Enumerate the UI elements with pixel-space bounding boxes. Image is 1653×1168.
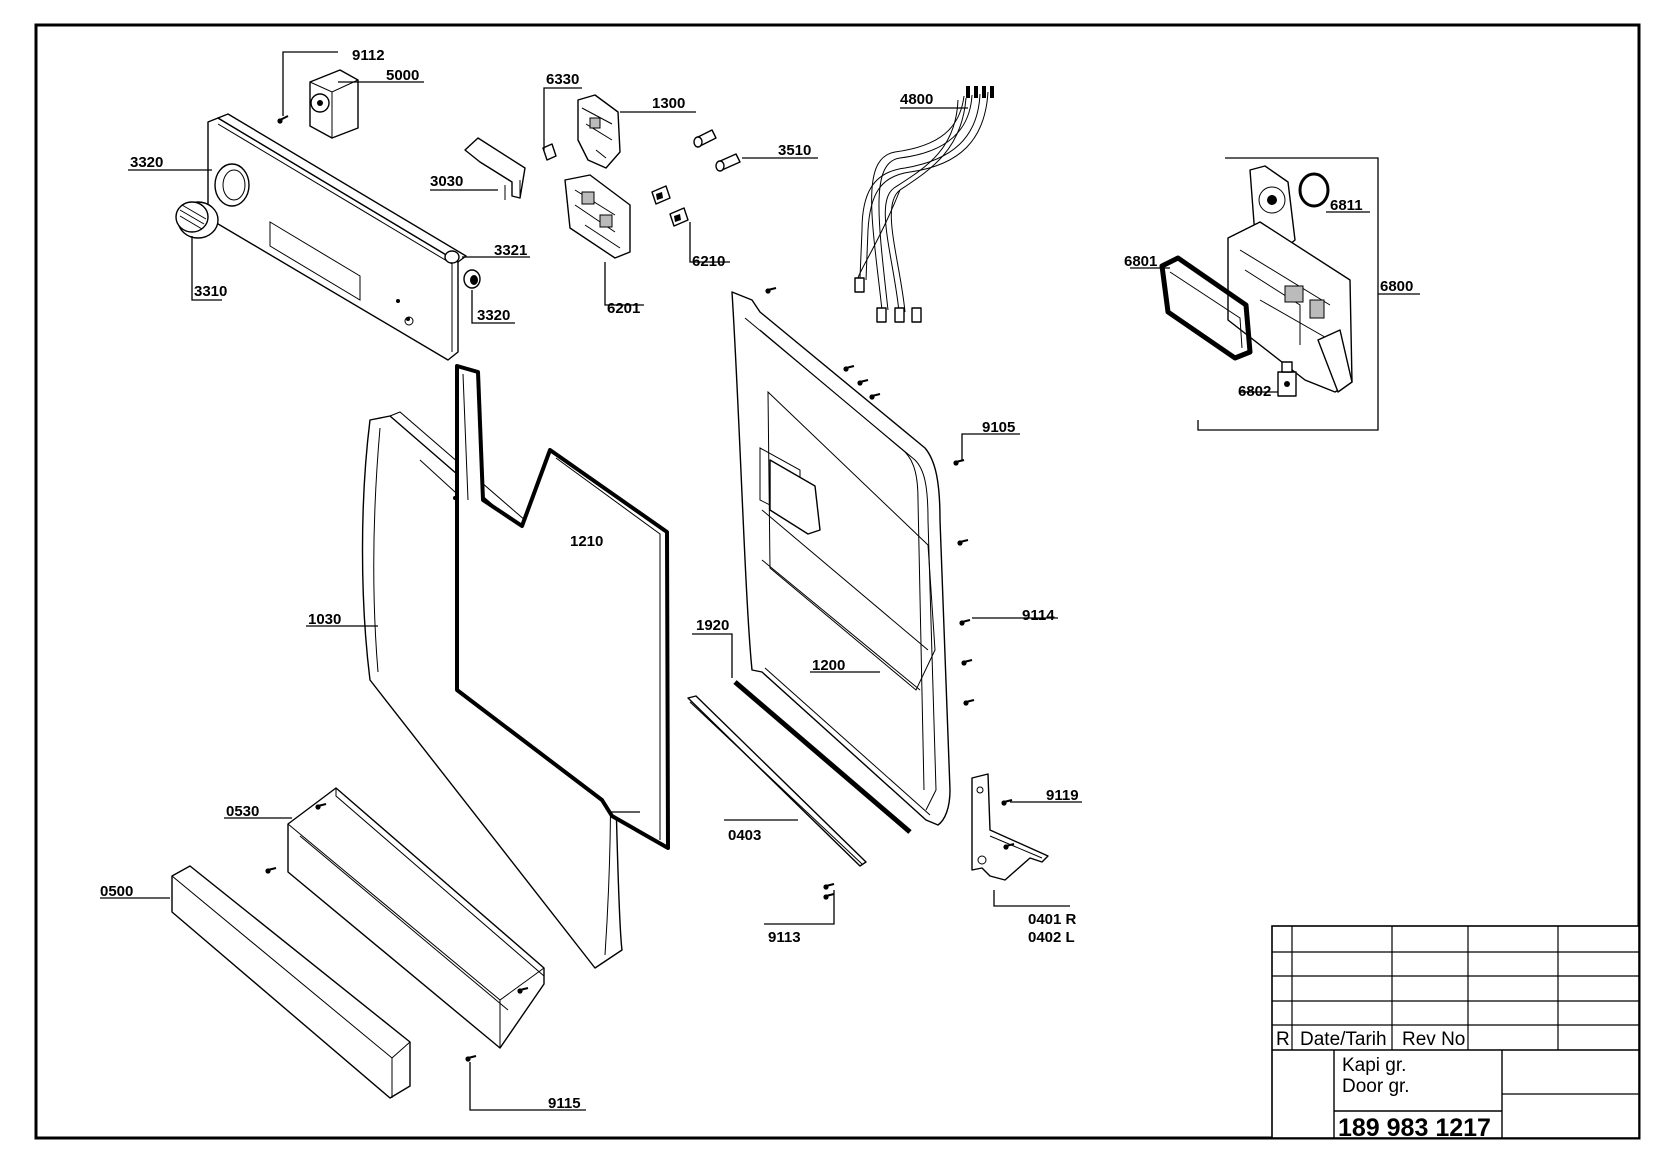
callout-0500: 0500 <box>100 883 133 900</box>
screw-icons <box>265 115 1015 1062</box>
callout-9114: 9114 <box>1022 607 1055 624</box>
timer-part <box>309 69 359 139</box>
callout-1030: 1030 <box>308 611 341 628</box>
inner-door-1200-part <box>731 291 951 826</box>
callout-0402-l: 0402 L <box>1028 929 1075 946</box>
title-block-drawing-number: 189 983 1217 <box>1338 1114 1491 1142</box>
callout-1200: 1200 <box>812 657 845 674</box>
leader-lines <box>100 51 1420 1111</box>
callout-5000: 5000 <box>386 67 419 84</box>
callout-labels: 9112 5000 3320 3310 3321 3320 3030 6330 … <box>100 47 1413 1112</box>
insulation-1210-part <box>455 364 670 850</box>
callout-0403: 0403 <box>728 827 761 844</box>
title-block: R Date/Tarih Rev No Kapi gr. Door gr. 18… <box>1271 925 1640 1142</box>
callout-1210: 1210 <box>570 533 603 550</box>
callout-6330: 6330 <box>546 71 579 88</box>
lower-panel-0530-part <box>287 787 545 1049</box>
callout-9113: 9113 <box>768 929 801 946</box>
strip-1920-part <box>733 680 912 834</box>
small-button-parts <box>444 250 481 289</box>
title-block-revno-header: Rev No <box>1402 1029 1465 1050</box>
callout-3320-button: 3320 <box>477 307 510 324</box>
callout-6210: 6210 <box>692 253 725 270</box>
knob-part <box>175 201 219 239</box>
title-block-name-tr: Kapi gr. <box>1342 1055 1406 1076</box>
kick-plate-0500-part <box>171 865 411 1099</box>
electronic-module-1300-part <box>577 94 621 169</box>
callout-6801: 6801 <box>1124 253 1157 270</box>
callout-1300: 1300 <box>652 95 685 112</box>
gasket-6801-part <box>1159 255 1253 361</box>
callout-4800: 4800 <box>900 91 933 108</box>
callout-3320-panel: 3320 <box>130 154 163 171</box>
title-block-rev-header: R <box>1276 1029 1290 1050</box>
hinge-0401-0402-part <box>971 773 1049 881</box>
callout-3321: 3321 <box>494 242 527 259</box>
control-panel-part <box>207 113 467 361</box>
callout-9119: 9119 <box>1046 787 1079 804</box>
callout-6811: 6811 <box>1330 197 1363 214</box>
electronic-module-6201-part <box>564 174 631 259</box>
callout-9105: 9105 <box>982 419 1015 436</box>
strip-0403-part <box>687 695 867 867</box>
callout-0530: 0530 <box>226 803 259 820</box>
callout-6802: 6802 <box>1238 383 1271 400</box>
callout-6201: 6201 <box>607 300 640 317</box>
switch-6210-parts <box>651 185 689 227</box>
cap-3510-parts <box>693 129 741 172</box>
callout-1920: 1920 <box>696 617 729 634</box>
callout-9115: 9115 <box>548 1095 581 1112</box>
callout-3310: 3310 <box>194 283 227 300</box>
dispenser-6800-part <box>1227 165 1353 393</box>
callout-3510: 3510 <box>778 142 811 159</box>
title-block-name-en: Door gr. <box>1342 1076 1410 1097</box>
callout-9112: 9112 <box>352 47 385 64</box>
ring-seal-6811-part <box>1298 172 1330 208</box>
cable-harness-part <box>854 86 994 323</box>
switch-6330-part <box>542 143 557 161</box>
callout-0401-r: 0401 R <box>1028 911 1077 928</box>
title-block-date-header: Date/Tarih <box>1300 1029 1387 1050</box>
bracket-3030-part <box>464 137 526 200</box>
actuator-6802-part <box>1277 361 1297 397</box>
drawing-frame <box>34 23 1641 1140</box>
dispenser-group-bracket <box>1197 157 1379 431</box>
callout-3030: 3030 <box>430 173 463 190</box>
callout-6800: 6800 <box>1380 278 1413 295</box>
